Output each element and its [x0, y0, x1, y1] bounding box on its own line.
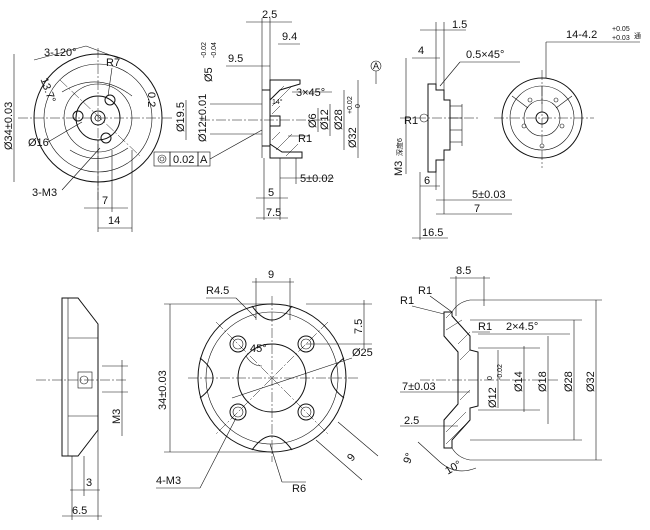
- sec-dia5-label: Ø5: [203, 67, 215, 82]
- sec-dia32-tol-lower: 0: [355, 104, 362, 108]
- front-pattern-label: 3-120°: [44, 47, 77, 59]
- tr-depth-label: 通: [634, 31, 641, 40]
- side-dim15-label: 1.5: [452, 19, 467, 31]
- circle-view-top-right: 14-4.2 +0.05 +0.03 通: [494, 26, 641, 168]
- sec-dim75-label: 7.5: [266, 207, 281, 219]
- tr-tol-lower: +0.03: [612, 35, 630, 42]
- sec-chamfer-label: 3×45°: [296, 87, 325, 99]
- br-r1c-label: R1: [478, 321, 492, 333]
- front-view: 3-120° R7 13.7° 0.2 Ø34±0.03 Ø16 3-M3 7 …: [3, 45, 172, 232]
- br-dim7-label: 7±0.03: [402, 381, 436, 393]
- side-dim165-label: 16.5: [422, 227, 443, 239]
- bc-r45-label: R4.5: [206, 285, 229, 297]
- br-angle9-label: 9°: [401, 451, 416, 465]
- br-r1a-label: R1: [418, 285, 432, 297]
- side-datum-label: A: [373, 61, 379, 71]
- bc-dim9-label: 9: [268, 269, 274, 281]
- sec-runout-value: 0.02: [173, 154, 194, 166]
- sec-dim25-label: 2.5: [262, 9, 277, 21]
- sec-dia12-label: Ø12±0.01: [197, 94, 209, 142]
- bl-thread-label: M3: [111, 409, 123, 424]
- side-thread-note: 深度6: [395, 138, 404, 156]
- front-dim7-label: 7: [102, 195, 108, 207]
- sec-dia32-label: Ø32: [347, 127, 359, 148]
- section-view-bottom-right: 8.5 R1 R1 R1 2×4.5° Ø12 0 -0.02 Ø14 Ø18 …: [400, 265, 602, 477]
- br-dia32-label: Ø32: [585, 371, 597, 392]
- bc-dia25-label: Ø25: [352, 347, 373, 359]
- sec-dim94-label: 9.4: [282, 31, 297, 43]
- side-view-right: 1.5 4 0.5×45° A M3 深度6 R1 6 5±0.03 7 16.…: [370, 19, 520, 240]
- sec-dia195-label: Ø19.5: [175, 102, 187, 132]
- front-dia16-label: Ø16: [28, 137, 49, 149]
- bc-holes-label: 4-M3: [156, 475, 181, 487]
- side-r1-label: R1: [404, 115, 418, 127]
- side-dim4-label: 4: [418, 45, 424, 57]
- front-radius-label: R7: [106, 57, 120, 69]
- br-dim25-label: 2.5: [404, 415, 419, 427]
- sec-dim5-label: 5: [268, 187, 274, 199]
- front-chamfer-label: 0.2: [145, 92, 157, 107]
- sec-dia12b-label: Ø12: [319, 109, 331, 130]
- front-view-bottom: 9 R4.5 7.5 45° Ø25 34±0.03 4-M3 R6 9: [156, 269, 379, 495]
- sec-dia6-label: Ø6: [307, 113, 319, 128]
- br-dim85-label: 8.5: [456, 265, 471, 277]
- bl-dim65-label: 6.5: [72, 505, 87, 517]
- sec-dia28-label: Ø28: [333, 109, 345, 130]
- bc-r6-label: R6: [292, 483, 306, 495]
- sec-angle14-label: 14°: [272, 98, 283, 106]
- side-chamfer-label: 0.5×45°: [466, 49, 504, 61]
- front-dim14-label: 14: [108, 215, 120, 227]
- section-view-top: 2.5 9.4 9.5 Ø5 -0.02 -0.04 3×45° 14° Ø19…: [153, 9, 362, 220]
- bc-dim75-label: 7.5: [353, 319, 365, 334]
- side-dim5-tol-label: 5±0.03: [472, 189, 506, 201]
- br-dia12-tol-lower: -0.02: [497, 364, 504, 380]
- front-dia-outer-label: Ø34±0.03: [3, 102, 15, 150]
- bl-dim3-label: 3: [86, 477, 92, 489]
- br-dia12-tol-upper: 0: [487, 376, 494, 380]
- sec-runout-datum: A: [200, 154, 208, 166]
- br-chamfer-label: 2×4.5°: [506, 321, 538, 333]
- front-holes-label: 3-M3: [32, 187, 57, 199]
- side-view-bottom-left: M3 3 6.5: [36, 297, 128, 520]
- sec-dia32-tol-upper: +0.02: [347, 96, 354, 114]
- side-thread-label: M3: [393, 161, 405, 176]
- tr-holes-label: 14-4.2: [566, 29, 597, 41]
- sec-dim95-label: 9.5: [228, 53, 243, 65]
- bc-dim34-label: 34±0.03: [157, 370, 169, 410]
- sec-dia5-tol-lower: -0.04: [211, 42, 218, 58]
- tr-tol-upper: +0.05: [612, 26, 630, 33]
- br-dia14-label: Ø14: [513, 371, 525, 392]
- br-r1b-label: R1: [400, 295, 414, 307]
- br-dia18-label: Ø18: [537, 371, 549, 392]
- br-angle10-label: 10°: [443, 459, 463, 478]
- sec-r1-label: R1: [298, 133, 312, 145]
- bc-dim9b-label: 9: [345, 452, 358, 464]
- sec-dia5-tol-upper: -0.02: [201, 42, 208, 58]
- side-dim7-label: 7: [474, 203, 480, 215]
- side-dim6-label: 6: [424, 175, 430, 187]
- bc-angle45-label: 45°: [250, 343, 267, 355]
- br-dia12-label: Ø12: [487, 387, 499, 408]
- br-dia28-label: Ø28: [563, 371, 575, 392]
- sec-dim5-tol-label: 5±0.02: [300, 173, 334, 185]
